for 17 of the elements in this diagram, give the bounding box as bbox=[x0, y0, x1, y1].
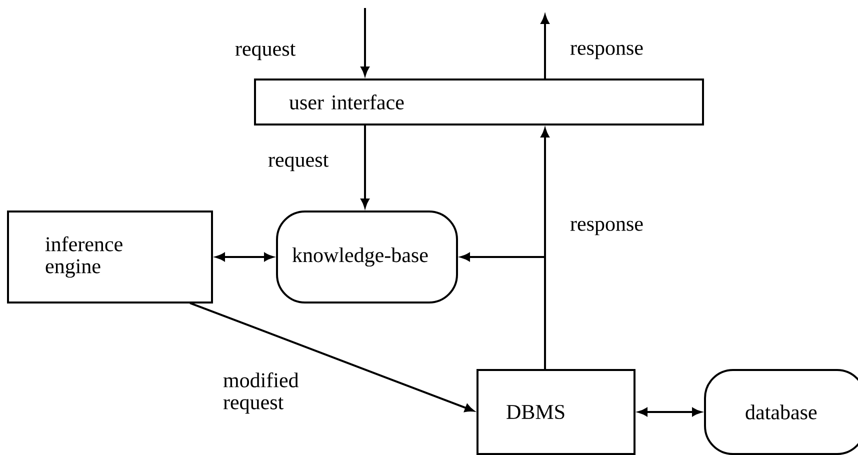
edge-label: request bbox=[268, 154, 329, 172]
arrow bbox=[190, 302, 474, 412]
edge-label: request bbox=[235, 44, 296, 60]
arrow bbox=[540, 14, 550, 78]
arrow bbox=[360, 126, 370, 208]
arrow bbox=[360, 8, 370, 76]
edge-label: response bbox=[570, 44, 643, 60]
arrow bbox=[216, 252, 274, 262]
interface-box: user interface bbox=[254, 78, 704, 126]
arrow bbox=[638, 408, 702, 416]
process-box: DBMS bbox=[476, 369, 636, 455]
rounded-box: database bbox=[704, 369, 858, 455]
edge-label: modified request bbox=[223, 372, 299, 414]
process-box: inference engine bbox=[7, 210, 213, 304]
arrow bbox=[460, 252, 546, 369]
rounded-box: knowledge-base bbox=[276, 210, 458, 304]
edge-label: response bbox=[570, 220, 643, 236]
